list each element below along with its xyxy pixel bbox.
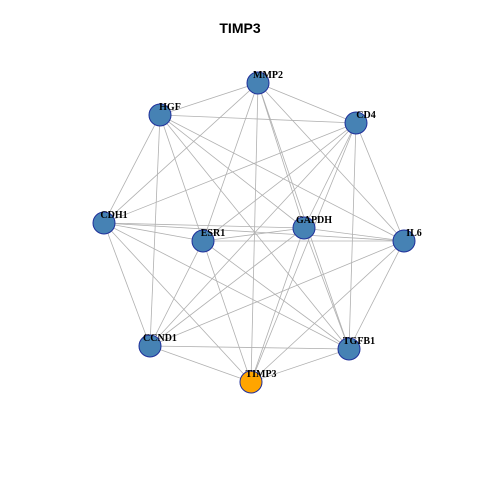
edge-ccnd1-tgfb1 — [149, 345, 350, 350]
edge-mmp2-cdh1 — [103, 82, 259, 224]
node-ccnd1[interactable] — [138, 334, 162, 358]
node-cdh1[interactable] — [92, 211, 116, 235]
node-label-esr1: ESR1 — [201, 228, 225, 239]
edge-mmp2-esr1 — [202, 82, 259, 242]
edge-hgf-cd4 — [159, 114, 357, 124]
node-mmp2[interactable] — [246, 71, 270, 95]
edge-cd4-esr1 — [202, 122, 357, 242]
edge-gapdh-tgfb1 — [303, 227, 350, 350]
edge-cd4-il6 — [355, 122, 405, 242]
edge-ccnd1-timp3 — [149, 345, 252, 383]
node-il6[interactable] — [392, 229, 416, 253]
edge-hgf-gapdh — [159, 114, 305, 229]
edge-gapdh-ccnd1 — [149, 227, 305, 347]
edge-mmp2-tgfb1 — [257, 82, 350, 350]
edge-hgf-ccnd1 — [149, 114, 161, 347]
edge-hgf-il6 — [159, 114, 405, 242]
edge-esr1-timp3 — [202, 240, 252, 383]
node-label-timp3: TIMP3 — [245, 369, 276, 380]
edge-esr1-tgfb1 — [202, 240, 350, 350]
edge-cdh1-il6 — [103, 222, 405, 242]
edge-cdh1-timp3 — [103, 222, 252, 383]
node-layer — [92, 71, 416, 394]
node-tgfb1[interactable] — [337, 337, 361, 361]
edge-esr1-gapdh — [202, 227, 305, 242]
edge-il6-tgfb1 — [348, 240, 405, 350]
edge-layer — [103, 82, 405, 383]
node-label-cdh1: CDH1 — [100, 210, 127, 221]
edge-cd4-timp3 — [250, 122, 357, 383]
node-hgf[interactable] — [148, 103, 172, 127]
edge-mmp2-gapdh — [257, 82, 305, 229]
node-label-tgfb1: TGFB1 — [343, 336, 375, 347]
node-label-hgf: HGF — [159, 102, 181, 113]
edge-hgf-esr1 — [159, 114, 204, 242]
node-label-il6: IL6 — [406, 228, 422, 239]
edge-mmp2-cd4 — [257, 82, 357, 124]
edge-cdh1-esr1 — [103, 222, 204, 242]
edge-tgfb1-timp3 — [250, 348, 350, 383]
edge-cdh1-gapdh — [103, 222, 305, 229]
edge-cd4-tgfb1 — [348, 122, 357, 350]
edge-gapdh-il6 — [303, 227, 405, 242]
edge-cdh1-tgfb1 — [103, 222, 350, 350]
edge-il6-timp3 — [250, 240, 405, 383]
edge-esr1-ccnd1 — [149, 240, 204, 347]
node-timp3[interactable] — [239, 370, 263, 394]
node-label-gapdh: GAPDH — [296, 215, 332, 226]
node-cd4[interactable] — [344, 111, 368, 135]
edge-il6-ccnd1 — [149, 240, 405, 347]
edge-gapdh-timp3 — [250, 227, 305, 383]
edge-mmp2-il6 — [257, 82, 405, 242]
edge-cd4-gapdh — [303, 122, 357, 229]
node-label-ccnd1: CCND1 — [143, 333, 177, 344]
node-label-cd4: CD4 — [356, 110, 375, 121]
node-esr1[interactable] — [191, 229, 215, 253]
edge-hgf-cdh1 — [103, 114, 161, 224]
edge-cd4-cdh1 — [103, 122, 357, 224]
figure-title: TIMP3 — [219, 20, 261, 36]
edge-mmp2-hgf — [159, 82, 259, 116]
node-label-mmp2: MMP2 — [253, 70, 283, 81]
edge-cdh1-ccnd1 — [103, 222, 151, 347]
node-gapdh[interactable] — [292, 216, 316, 240]
